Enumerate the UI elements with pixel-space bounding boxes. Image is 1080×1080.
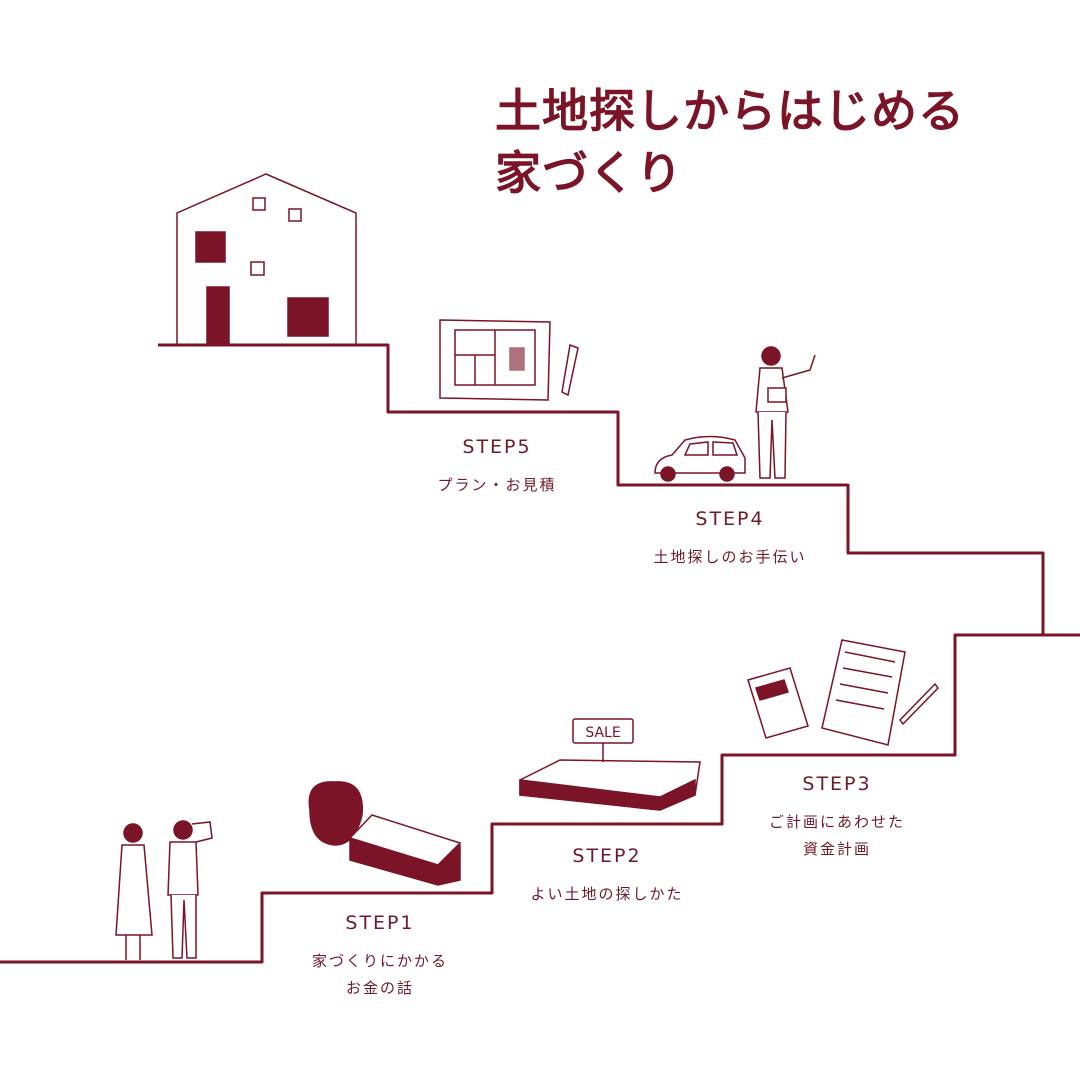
calculator-icon [747,667,809,739]
step-number: STEP4 [695,508,765,530]
floor-plan-icon [439,319,579,401]
step-number: STEP5 [462,436,532,458]
lower-stairs [0,633,1080,964]
step-3: STEP3 ご計画にあわせた 資金計画 [769,773,905,863]
documents-icon [821,639,939,746]
upper-stairs [158,343,1045,635]
page-title: 土地探しからはじめる 家づくり [495,80,965,204]
step-number: STEP2 [572,845,642,867]
couple-icon [115,820,213,960]
step-description: 家づくりにかかる [311,952,449,970]
purse-and-money-icon [308,781,462,886]
step-description: よい土地の探しかた [530,885,684,903]
step-5: STEP5 プラン・お見積 [437,436,556,499]
step-2: STEP2 よい土地の探しかた [530,845,683,908]
title-line-1: 土地探しからはじめる [495,84,965,138]
land-for-sale-icon [519,718,701,811]
step-description: 土地探しのお手伝い [653,548,807,566]
step-description: 資金計画 [802,840,872,858]
title-line-2: 家づくり [495,146,683,200]
step-description: ご計画にあわせた [768,813,906,831]
step-number: STEP1 [345,912,415,934]
step-description: お金の話 [345,979,415,997]
sale-sign-label: SALE [585,725,620,741]
house-icon [176,173,357,346]
step-number: STEP3 [802,773,872,795]
agent-person-icon [755,346,816,479]
step-1: STEP1 家づくりにかかる お金の話 [312,912,448,1002]
step-4: STEP4 土地探しのお手伝い [653,508,806,571]
car-icon [654,435,746,482]
step-description: プラン・お見積 [437,476,557,494]
